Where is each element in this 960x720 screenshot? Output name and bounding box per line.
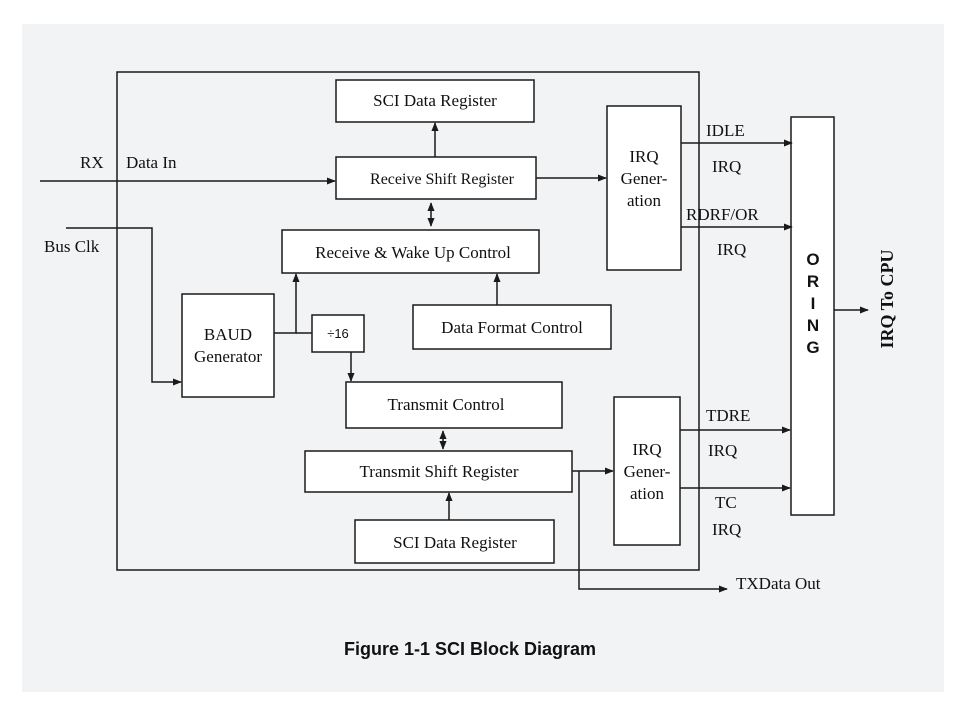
baud-generator-label-line2: Generator [194,347,262,366]
oring-block: O R I N G [790,116,835,516]
tdre-label: TDRE [706,406,750,425]
irq-gen-bottom-line2: Gener- [624,462,671,481]
data-format-control-block: Data Format Control [412,304,612,350]
oring-letter-o: O [806,250,819,269]
figure-caption: Figure 1-1 SCI Block Diagram [344,639,596,659]
oring-letter-n: N [807,316,819,335]
tc-label: TC [715,493,737,512]
idle-irq-label: IRQ [712,157,741,176]
idle-label: IDLE [706,121,745,140]
transmit-shift-register-label: Transmit Shift Register [360,462,519,481]
sci-data-register-top-label: SCI Data Register [373,91,497,110]
divide-by-16-block: ÷16 [311,314,365,353]
receive-wakeup-control-block: Receive & Wake Up Control [281,229,540,274]
transmit-shift-register-block: Transmit Shift Register [304,450,573,493]
bus-clk-label: Bus Clk [44,237,100,256]
sci-module-boundary [116,71,700,571]
data-in-label: Data In [126,153,177,172]
bus-clk-arrow [66,227,182,386]
sci-data-register-top-block: SCI Data Register [335,79,535,123]
oring-letter-i: I [811,294,816,313]
receive-shift-register-block: Receive Shift Register [335,156,537,200]
rdrf-irq-label: IRQ [717,240,746,259]
transmit-control-block: Transmit Control [345,381,563,429]
tdre-irq-label: IRQ [708,441,737,460]
receive-shift-register-label: Receive Shift Register [370,171,515,188]
tc-irq-label: IRQ [712,520,741,539]
irq-gen-bottom-line3: ation [630,484,664,503]
txdata-out-label: TXData Out [736,574,821,593]
irq-gen-top-line3: ation [627,191,661,210]
txdata-out-arrow [578,471,728,593]
irq-to-cpu-label: IRQ To CPU [877,249,897,348]
divide-by-16-label: ÷16 [327,326,349,341]
irq-generation-top-block: IRQ Gener- ation [606,105,682,271]
rx-label: RX [80,153,104,172]
data-format-control-label: Data Format Control [441,318,583,337]
oring-letter-g: G [806,338,819,357]
irq-gen-top-line2: Gener- [621,169,668,188]
irq-gen-bottom-line1: IRQ [632,440,661,459]
oring-letter-r: R [807,272,819,291]
baud-generator-block: BAUD Generator [181,293,275,398]
baud-generator-label-line1: BAUD [204,325,252,344]
irq-gen-top-line1: IRQ [629,147,658,166]
sci-data-register-bottom-block: SCI Data Register [354,519,555,564]
irq-generation-bottom-block: IRQ Gener- ation [613,396,681,546]
sci-data-register-bottom-label: SCI Data Register [393,533,517,552]
receive-wakeup-control-label: Receive & Wake Up Control [315,243,511,262]
transmit-control-label: Transmit Control [388,395,505,414]
rdrf-or-label: RDRF/OR [686,205,759,224]
